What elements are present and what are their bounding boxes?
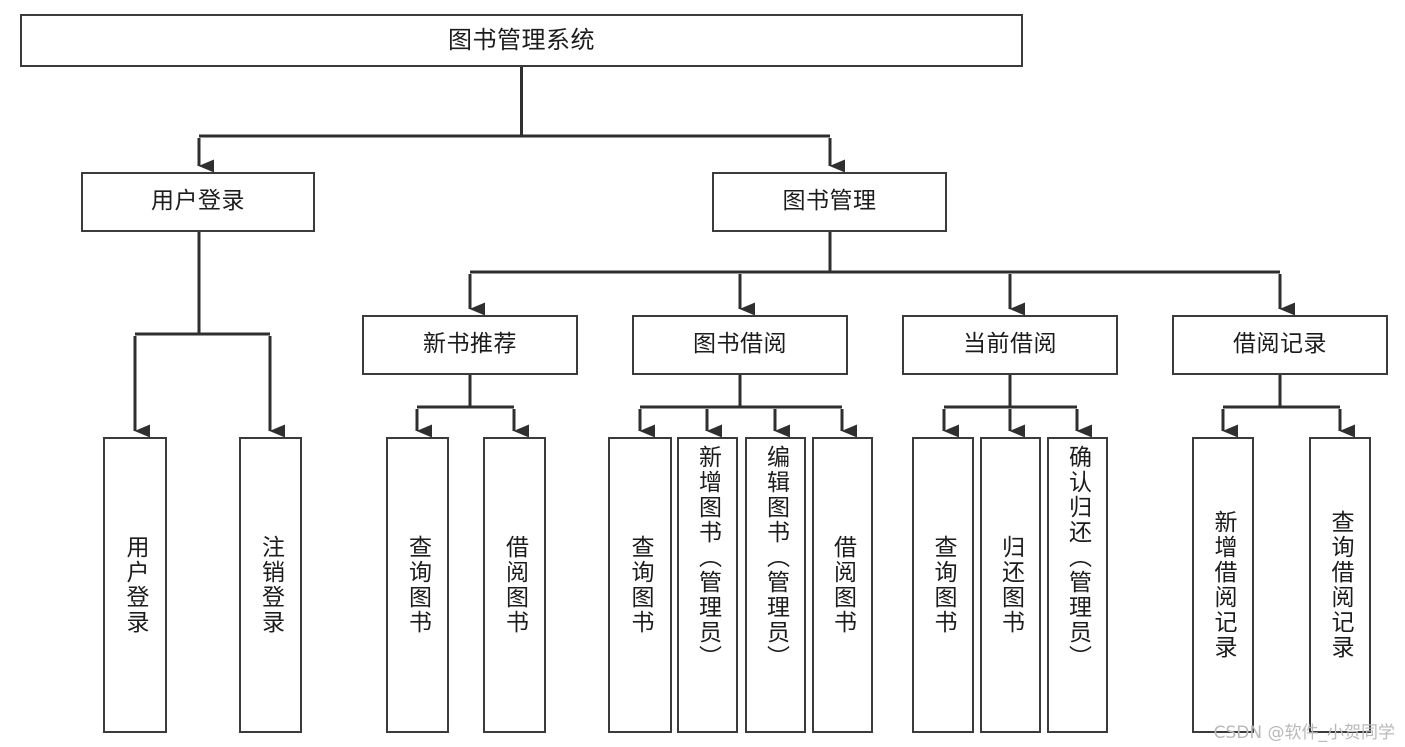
leaf-add-book[interactable]: 新增图书（管理员） xyxy=(677,437,738,733)
leaf-return-book[interactable]: 归还图书 xyxy=(980,437,1041,733)
node-label: 注销登录 xyxy=(257,535,284,635)
watermark: CSDN @软件_小贺同学 xyxy=(1213,723,1395,743)
node-label: 查询图书 xyxy=(627,535,654,635)
node-label: 新书推荐 xyxy=(423,331,517,358)
node-label: 归还图书 xyxy=(997,535,1024,635)
node-label: 确认归还（管理员） xyxy=(1064,445,1091,670)
leaf-query-book-current[interactable]: 查询图书 xyxy=(912,437,974,733)
node-new-book-recommend[interactable]: 新书推荐 xyxy=(362,315,578,375)
node-current-borrow[interactable]: 当前借阅 xyxy=(902,315,1118,375)
node-root-system[interactable]: 图书管理系统 xyxy=(20,14,1023,67)
node-borrow-record[interactable]: 借阅记录 xyxy=(1172,315,1388,375)
node-label: 借阅记录 xyxy=(1233,331,1327,358)
node-book-manage[interactable]: 图书管理 xyxy=(712,172,947,232)
leaf-borrow-book[interactable]: 借阅图书 xyxy=(812,437,873,733)
node-label: 当前借阅 xyxy=(963,331,1057,358)
node-label: 图书管理系统 xyxy=(448,26,595,55)
leaf-borrow-book-recommend[interactable]: 借阅图书 xyxy=(483,437,546,733)
node-label: 新增借阅记录 xyxy=(1210,510,1237,660)
node-label: 图书管理 xyxy=(782,188,877,215)
leaf-user-login[interactable]: 用户登录 xyxy=(103,437,167,733)
leaf-query-borrow-record[interactable]: 查询借阅记录 xyxy=(1309,437,1371,733)
leaf-logout-login[interactable]: 注销登录 xyxy=(239,437,302,733)
node-label: 新增图书（管理员） xyxy=(694,445,721,670)
node-label: 用户登录 xyxy=(151,188,245,215)
node-label: 图书借阅 xyxy=(693,331,787,358)
node-label: 查询图书 xyxy=(930,535,957,635)
node-label: 查询借阅记录 xyxy=(1327,510,1354,660)
leaf-add-borrow-record[interactable]: 新增借阅记录 xyxy=(1192,437,1254,733)
node-label: 用户登录 xyxy=(122,535,149,635)
leaf-edit-book[interactable]: 编辑图书（管理员） xyxy=(745,437,806,733)
node-label: 借阅图书 xyxy=(829,535,856,635)
leaf-confirm-return[interactable]: 确认归还（管理员） xyxy=(1047,437,1108,733)
node-book-borrow[interactable]: 图书借阅 xyxy=(632,315,848,375)
leaf-query-book-borrow[interactable]: 查询图书 xyxy=(608,437,672,733)
node-label: 编辑图书（管理员） xyxy=(762,445,789,670)
node-label: 查询图书 xyxy=(404,535,431,635)
node-user-login[interactable]: 用户登录 xyxy=(81,172,315,232)
leaf-query-book-recommend[interactable]: 查询图书 xyxy=(386,437,449,733)
node-label: 借阅图书 xyxy=(501,535,528,635)
